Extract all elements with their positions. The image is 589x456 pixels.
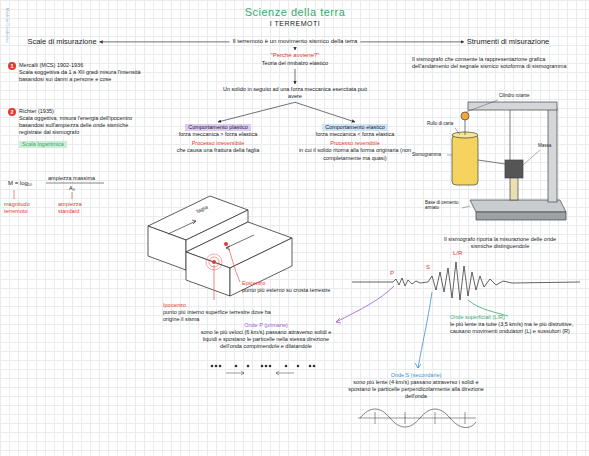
- part-label: Rullo di carta: [427, 121, 453, 126]
- behavior-box: Comportamento elasticoforza meccanica < …: [291, 124, 419, 162]
- node-text: forza meccanica < forza elastica: [291, 131, 419, 138]
- node-text: Scala logaritmica: [19, 141, 67, 148]
- formula-text: A₀: [69, 185, 75, 192]
- s-wave-axis: [358, 418, 476, 419]
- node-text: Teoria del rimbalzo elastico: [262, 60, 328, 67]
- node-text: sono più lente (4 km/s) passano attraver…: [346, 379, 486, 400]
- node-heading: 1: [8, 62, 16, 70]
- instrument-box: Il sismografo che consente la rappresent…: [412, 56, 582, 70]
- process-box: Un solido in seguito ad una forza meccan…: [220, 86, 370, 100]
- node-heading: Il sismografo che consente la rappresent…: [412, 56, 582, 70]
- p-wave-pointer: [336, 286, 394, 322]
- part-label: Massa: [538, 143, 551, 148]
- hypocenter-box: Ipocentropunto più interno superfice ter…: [163, 302, 271, 323]
- node-heading: Ipocentro: [163, 302, 271, 309]
- node-text: sono le più veloci (6 km/s) passano attr…: [196, 329, 336, 350]
- node-heading: Onde superficiali (L/R): [450, 314, 582, 321]
- connector: [295, 102, 355, 122]
- wave-box: Onde superficiali (L/R)le più lente tra …: [450, 314, 582, 335]
- node-heading: 2: [8, 108, 16, 116]
- seismograph: [452, 102, 566, 220]
- wave-marker: P: [390, 270, 394, 277]
- node-heading: Un solido in seguito ad una forza meccan…: [220, 86, 370, 100]
- connector: [295, 48, 296, 50]
- node-heading: Il terremoto è un movimento sismico dell…: [233, 38, 358, 46]
- instrument-leaders: [447, 100, 540, 208]
- node-heading: Comportamento elastico: [322, 124, 388, 131]
- s-wave-ticks: [375, 412, 465, 424]
- statement-box: Il terremoto è un movimento sismico dell…: [233, 38, 358, 46]
- wave-box: Onde S (secondarie)sono più lente (4 km/…: [346, 372, 486, 401]
- node-heading: Scale di misurazione: [27, 37, 96, 47]
- formula-note: ampiezza standard: [58, 201, 102, 214]
- node-text: in cui il solido ritorna alla forma orig…: [291, 147, 419, 161]
- fault-arrows: [168, 220, 254, 250]
- epicenter-mark: [224, 242, 240, 282]
- node-text: le più lente tra tutte (3,5 km/s) ma le …: [450, 321, 582, 335]
- p-wave-arrows: [226, 371, 294, 375]
- node-heading: Epicentro: [242, 280, 330, 287]
- formula-note: magnitudo terremoto: [4, 201, 40, 214]
- scale-box: 1Mercalli (MCS) 1902-1936Scala soggettiv…: [8, 62, 147, 83]
- node-text: Scala soggettiva da 1 a XII gradi misura…: [19, 69, 147, 83]
- arrowhead: [336, 318, 341, 323]
- p-wave-particles: [211, 365, 316, 368]
- scale-box: 2Richter (1935)Scala oggettiva, misura l…: [8, 108, 147, 148]
- wave-marker: S: [426, 264, 430, 271]
- hypocenter-mark: [206, 254, 222, 300]
- wave-marker: L/R: [453, 250, 462, 257]
- node-text: punto più esterno su crosta terrestre: [242, 287, 330, 294]
- leader-line: [72, 192, 73, 199]
- fault-block: [148, 196, 292, 296]
- node-heading: Comportamento plastico: [185, 124, 251, 131]
- watermark: Made in Goodnotes: [4, 8, 9, 43]
- s-wave-curve: [360, 409, 476, 428]
- leader-line: [14, 190, 15, 199]
- node-text: Processo reversibile: [291, 140, 419, 147]
- arrowhead: [415, 363, 421, 368]
- node-text: punto più interno superfice terrestre do…: [163, 309, 271, 323]
- wave-box: Onde P (primarie)sono le più veloci (6 k…: [196, 322, 336, 351]
- note-box: Il sismografo riporta la misurazione del…: [435, 236, 565, 250]
- node-heading: Strumenti di misurazione: [467, 37, 550, 47]
- node-heading: "Perché avviene?": [262, 52, 328, 60]
- subtitle: I TERREMOTI: [270, 20, 320, 28]
- connector: [218, 102, 295, 122]
- node-text: Processo irreversibile: [177, 140, 260, 147]
- section-heading: Strumenti di misurazione: [467, 37, 550, 47]
- section-heading: Scale di misurazione: [27, 37, 96, 47]
- question-box: "Perché avviene?"Teoria del rimbalzo ela…: [262, 52, 328, 67]
- node-heading: Onde P (primarie): [196, 322, 336, 329]
- connector: [360, 41, 463, 42]
- connector: [100, 41, 230, 42]
- node-text: Mercalli (MCS) 1902-1936: [19, 62, 147, 69]
- part-label: Base di cemento armato: [425, 200, 463, 211]
- title: Scienze della terra: [245, 6, 346, 19]
- node-text: forza meccanica > forza elastica: [177, 131, 260, 138]
- formula-text: M = log₁₀: [8, 180, 32, 187]
- part-label: Cilindro rotante: [499, 93, 530, 98]
- node-text: che causa una frattura della faglia: [177, 147, 260, 154]
- behavior-box: Comportamento plasticoforza meccanica > …: [177, 124, 260, 155]
- epicenter-box: Epicentropunto più esterno su crosta ter…: [242, 280, 330, 294]
- connector: [295, 69, 296, 84]
- seismogram: [352, 262, 580, 300]
- formula-text: ampiezza massima: [48, 175, 95, 182]
- node-text: Richter (1935): [19, 108, 147, 115]
- l-wave-pointer: [468, 300, 508, 316]
- node-heading: Onde S (secondarie): [346, 372, 486, 379]
- node-heading: Il sismografo riporta la misurazione del…: [435, 236, 565, 250]
- node-text: Scala oggettiva, misura l'energia dell'i…: [19, 115, 147, 136]
- s-wave-pointer: [418, 292, 432, 368]
- fraction-bar: [46, 183, 104, 184]
- part-label: Sismogramma: [412, 152, 441, 157]
